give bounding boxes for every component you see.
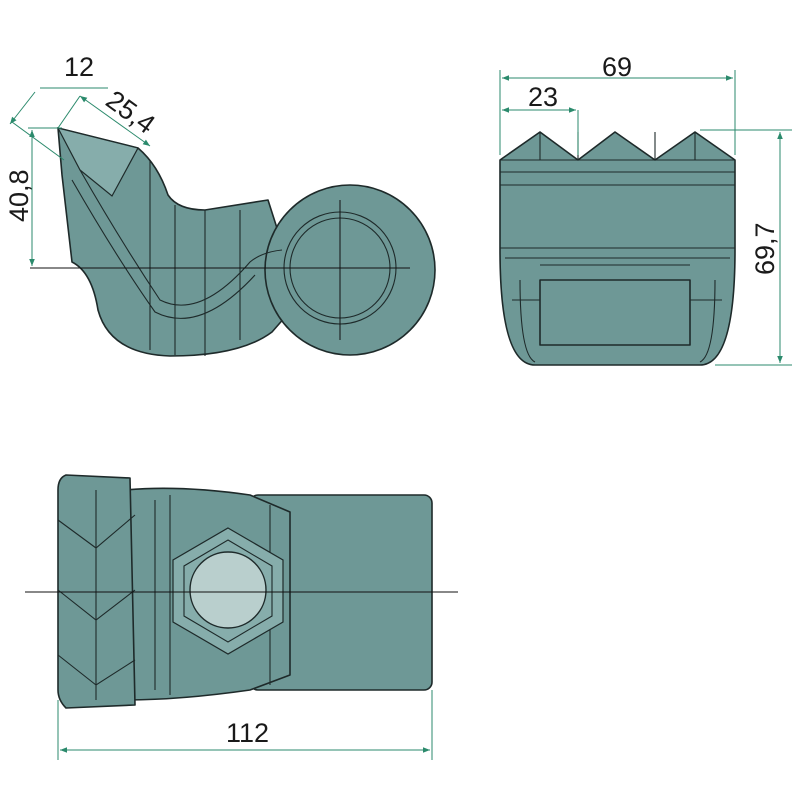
dim-overall-width: 69 (602, 52, 632, 82)
dim-tooth-pitch: 23 (528, 82, 558, 112)
dim-tip-height: 40,8 (4, 169, 34, 222)
dim-overall-length: 112 (226, 718, 269, 748)
front-view (499, 131, 736, 366)
top-view (25, 474, 458, 709)
dim-tip-length: 25,4 (100, 85, 160, 140)
front-recess (539, 279, 691, 346)
dim-overall-height: 69,7 (750, 222, 780, 275)
dim-tip-width: 12 (64, 52, 94, 82)
bore-circle (189, 551, 267, 629)
side-view (30, 127, 436, 357)
hub-circle (264, 184, 436, 356)
